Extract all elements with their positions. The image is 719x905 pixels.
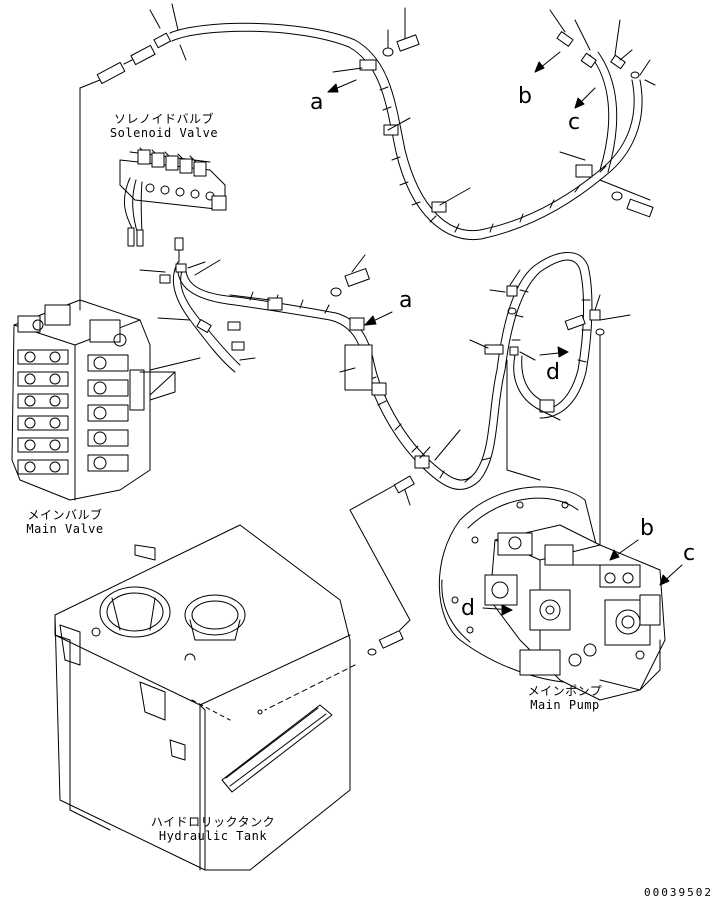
hose-end-fitting: [97, 33, 170, 83]
main-pump-label-jp: メインポンプ: [527, 684, 603, 698]
callout-a-upper: a: [310, 90, 324, 115]
solenoid-valve-label-jp: ソレノイドバルブ: [113, 112, 214, 126]
main-valve-label-en: Main Valve: [26, 522, 104, 536]
hydraulic-tank: [55, 525, 355, 870]
main-valve: [12, 300, 200, 500]
upper-hose-assembly: [97, 4, 655, 240]
main-pump-label-en: Main Pump: [530, 698, 600, 712]
main-valve-label-jp: メインバルブ: [27, 508, 103, 522]
callout-b-upper: b: [518, 84, 532, 109]
callout-c-upper: c: [568, 110, 581, 135]
callout-b-pump: b: [640, 516, 654, 541]
callout-c-pump: c: [683, 541, 696, 566]
document-number: 00039502: [644, 886, 713, 899]
hydraulic-tank-label-jp: ハイドロリックタンク: [150, 815, 276, 829]
callout-d-pump: d: [461, 596, 475, 621]
hydraulic-tank-label: ハイドロリックタンク Hydraulic Tank: [138, 815, 288, 843]
callout-a-middle: a: [399, 288, 413, 313]
callout-d-middle: d: [546, 360, 560, 385]
main-pump-label: メインポンプ Main Pump: [510, 684, 620, 712]
main-pump: [439, 487, 682, 700]
hydraulic-tank-label-en: Hydraulic Tank: [158, 829, 268, 843]
bolt-and-washer: [331, 269, 369, 296]
main-valve-label: メインバルブ Main Valve: [10, 508, 120, 536]
bolt-and-washer: [612, 192, 653, 217]
bolt-and-washer: [383, 8, 419, 56]
hose-clamp: [360, 60, 376, 70]
solenoid-valve-label: ソレノイドバルブ Solenoid Valve: [94, 112, 234, 140]
middle-hose-assembly: [80, 80, 630, 655]
solenoid-valve: [120, 148, 226, 262]
solenoid-valve-label-en: Solenoid Valve: [109, 126, 219, 140]
